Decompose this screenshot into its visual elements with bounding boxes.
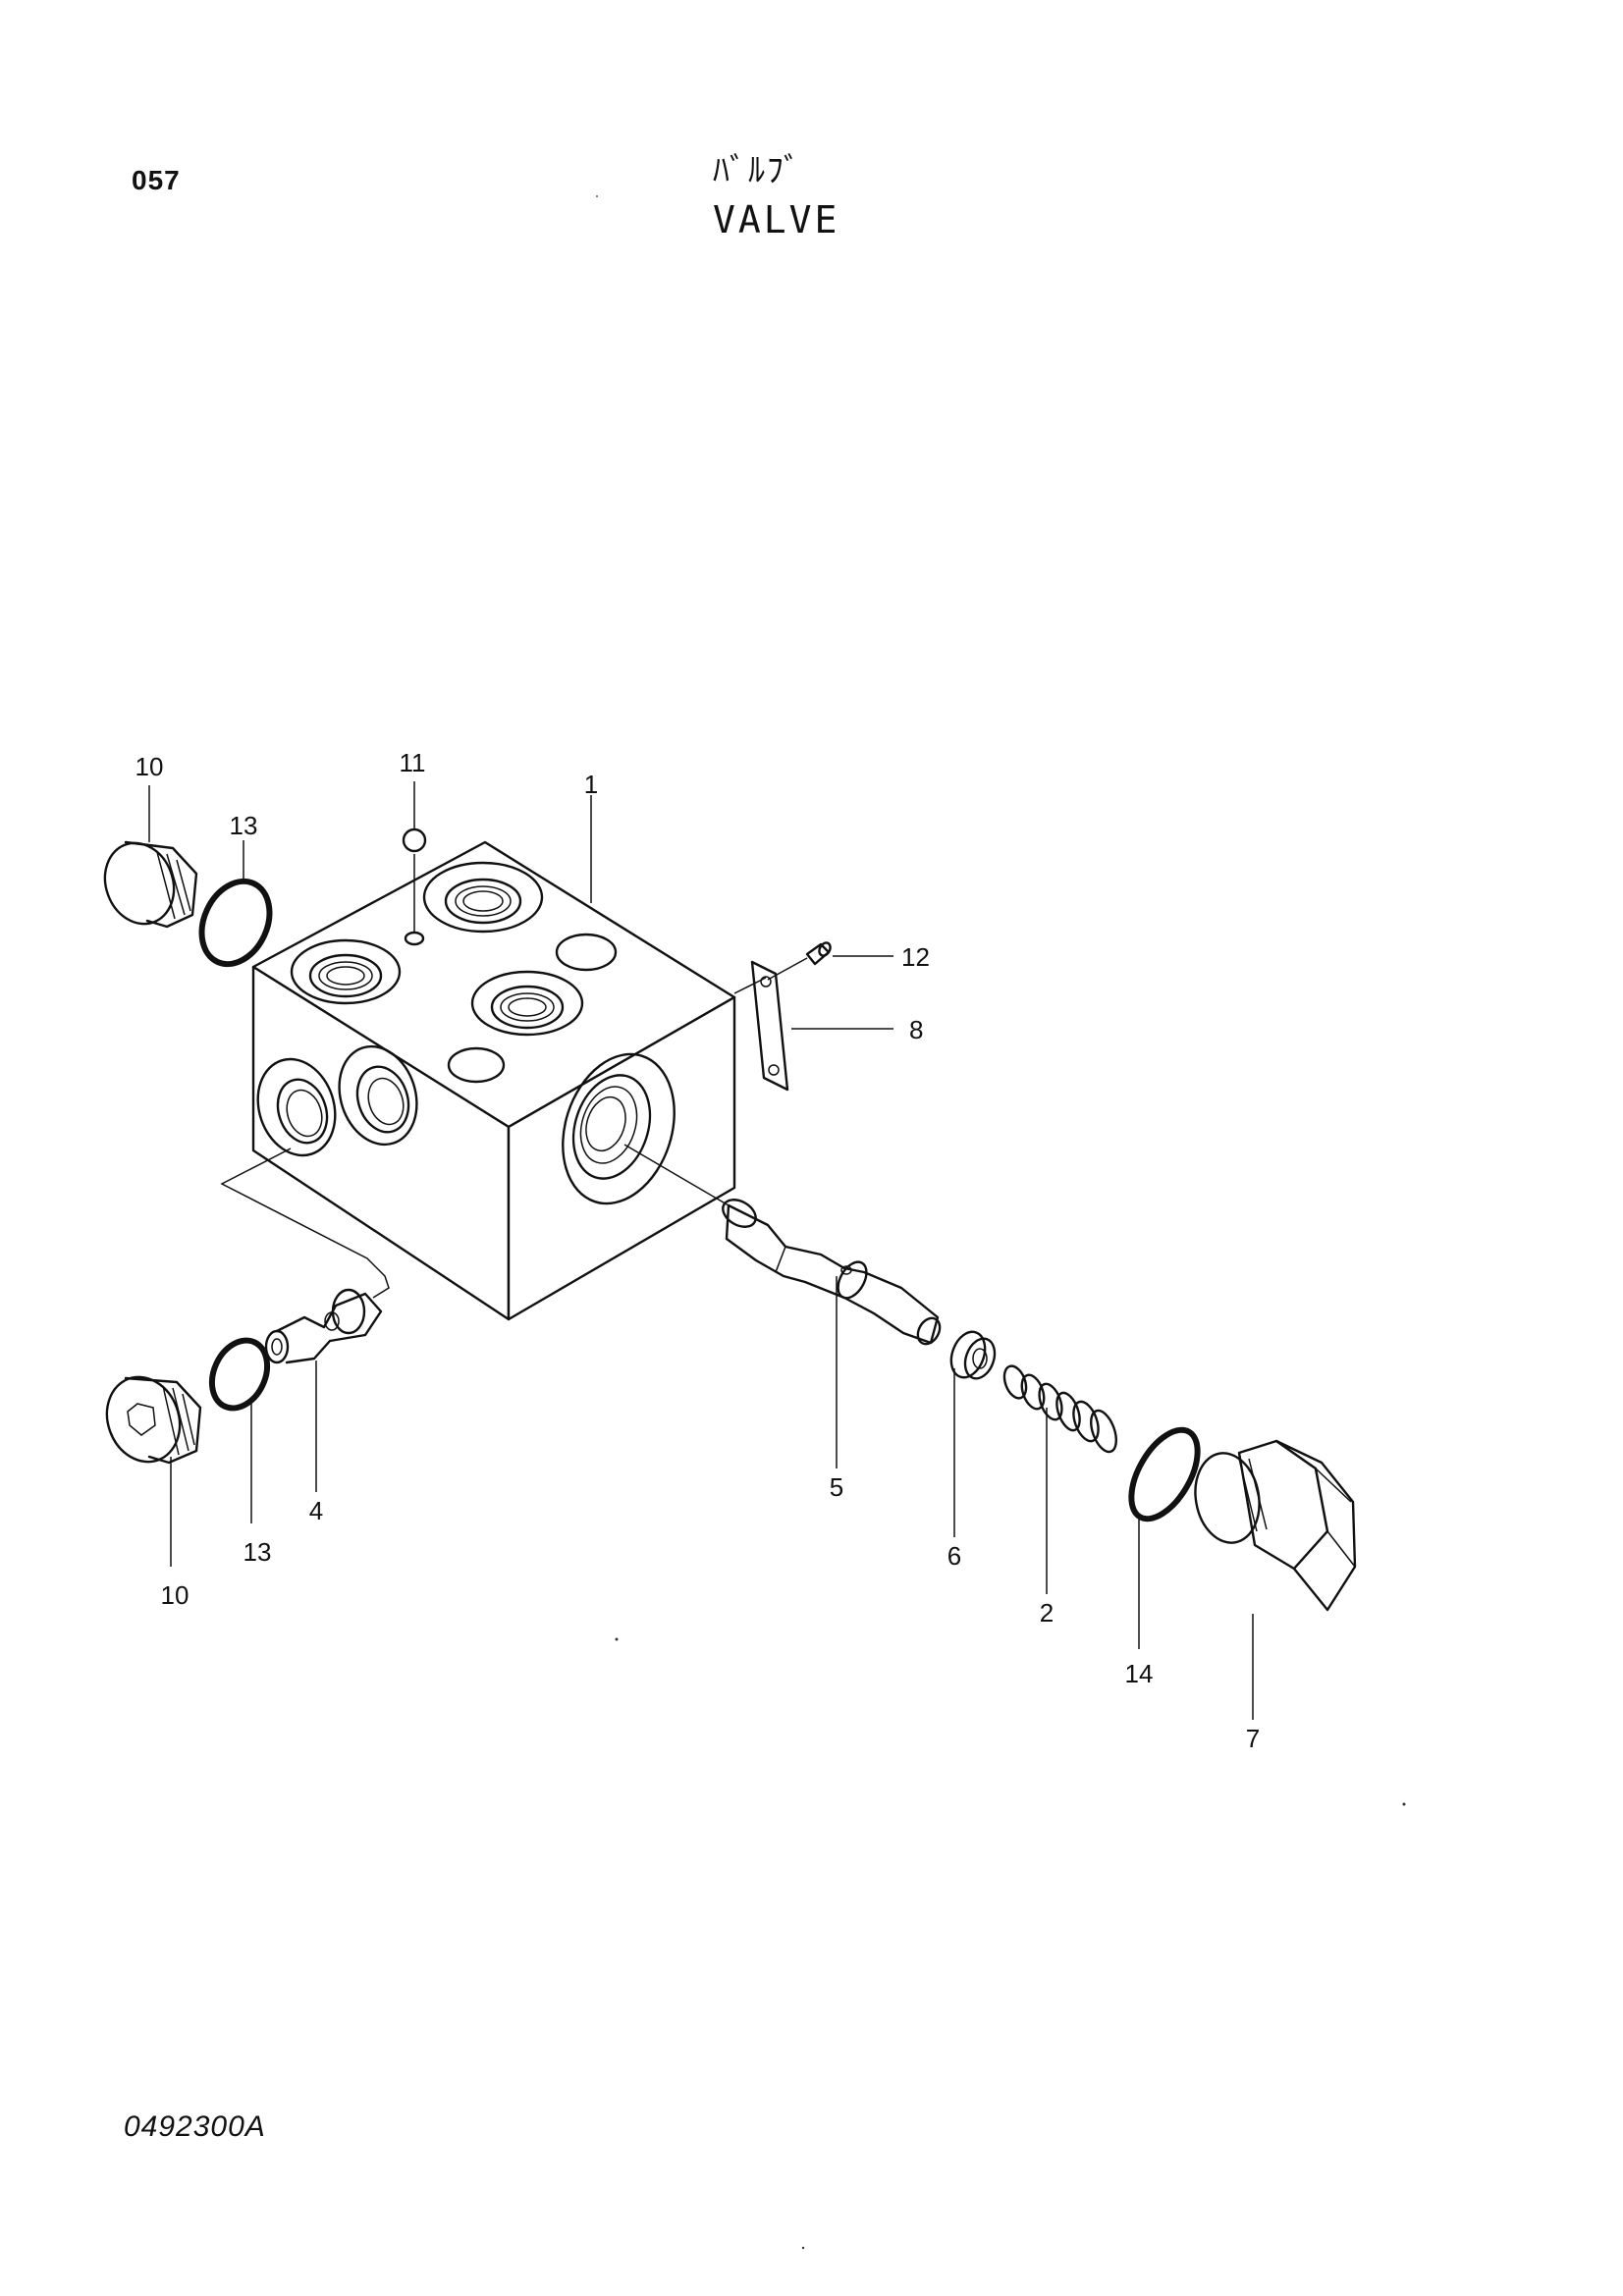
callout-oring-lower: 13 xyxy=(243,1537,272,1567)
callout-ball: 11 xyxy=(400,748,426,777)
title-japanese: ﾊﾞﾙﾌﾞ xyxy=(713,151,802,190)
callout-spring: 2 xyxy=(1040,1598,1054,1628)
callout-spool: 5 xyxy=(830,1472,843,1502)
leader-lines xyxy=(148,781,1254,1720)
callout-body: 1 xyxy=(584,770,598,799)
screw-part xyxy=(767,941,832,981)
oring-upper-part xyxy=(198,878,273,968)
callout-screw: 12 xyxy=(901,942,930,972)
oring-lower-part xyxy=(208,1337,271,1412)
valve-body xyxy=(251,840,736,1321)
callout-oring-upper: 13 xyxy=(230,811,258,840)
hex-plug-part xyxy=(1194,1439,1357,1612)
scan-specks xyxy=(596,195,1406,2250)
callout-plug-lower: 10 xyxy=(161,1580,189,1610)
projection-line-left xyxy=(220,1148,390,1299)
projection-line-right xyxy=(623,1144,730,1206)
seat-part xyxy=(949,1330,997,1380)
callout-hex-plug: 7 xyxy=(1246,1724,1260,1753)
orifice-part xyxy=(264,1288,383,1364)
ball-part xyxy=(402,828,427,933)
callout-oring-right: 14 xyxy=(1125,1659,1154,1688)
callout-seat: 6 xyxy=(947,1541,961,1571)
callout-labels: 1 2 4 5 6 7 8 10 10 11 12 13 13 14 xyxy=(135,748,1261,1753)
page-number: 057 xyxy=(132,165,181,195)
oring-right-part xyxy=(1128,1426,1201,1522)
spring-part xyxy=(1002,1364,1117,1454)
title-english: VALVE xyxy=(713,198,840,241)
callout-plate: 8 xyxy=(909,1015,923,1044)
callout-plug-upper: 10 xyxy=(135,752,164,781)
callout-orifice: 4 xyxy=(309,1496,323,1525)
spool-part xyxy=(722,1199,942,1346)
plug-upper-part xyxy=(103,840,198,929)
plate-part xyxy=(733,960,789,1092)
plug-lower-part xyxy=(105,1375,202,1465)
drawing-code: 0492300A xyxy=(124,2110,266,2143)
